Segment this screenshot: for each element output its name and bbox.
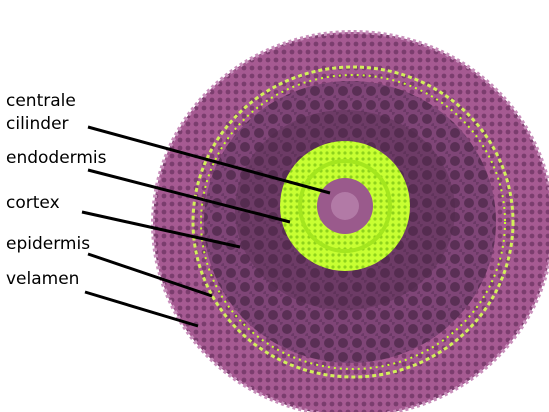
label-centrale: centrale bbox=[6, 91, 76, 111]
label-cortex: cortex bbox=[6, 193, 60, 213]
label-cilinder: cilinder bbox=[6, 114, 69, 134]
label-velamen: velamen bbox=[6, 269, 79, 289]
label-endodermis: endodermis bbox=[6, 148, 107, 168]
label-epidermis: epidermis bbox=[6, 234, 90, 254]
stele-core bbox=[331, 192, 359, 220]
